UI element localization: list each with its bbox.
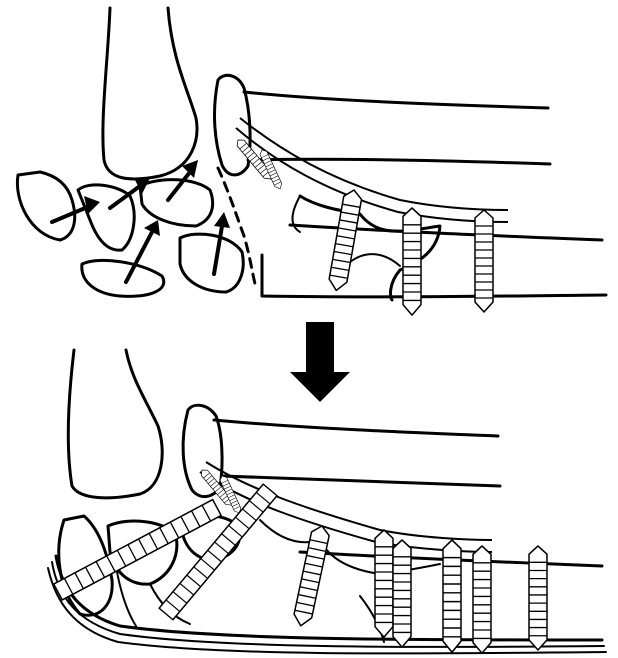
screw-bottom-5 [473,546,491,653]
shaft-line-2-top [248,159,550,164]
tibia-top [103,8,197,179]
bottom-panel-after [48,350,606,653]
fibula-top [215,75,251,175]
screw-bottom-2 [375,530,393,637]
screw-bottom-4 [443,540,461,652]
shaft-line-1-bottom [214,420,498,436]
screw-bottom-3 [393,540,411,647]
plantar-plate-1 [56,556,602,640]
top-panel-before [17,8,606,315]
plate-top [240,118,508,210]
shaft-line-4-top [262,255,606,297]
screw-bottom-1 [292,524,331,628]
fragment-c-top [82,260,164,296]
shaft-line-1-top [244,92,548,108]
down-arrow [290,322,350,402]
screw-bottom-6 [529,546,547,650]
tibia-bottom [68,350,162,498]
fragment-calcaneus-top [17,172,74,240]
screw-top-2 [403,208,421,315]
screw-top-1 [327,188,362,292]
fracture-line-top [218,168,256,288]
screw-top-3 [475,210,493,312]
fragment-d-top [180,234,243,292]
